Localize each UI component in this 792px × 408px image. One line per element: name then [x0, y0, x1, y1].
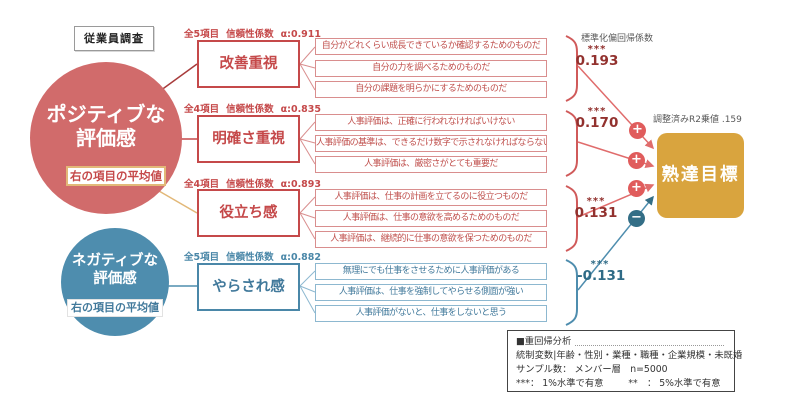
positive-circle-line1: ポジティブな: [46, 102, 166, 126]
minus-badge: −: [628, 210, 645, 227]
group4-alpha: α:0.882: [280, 252, 322, 263]
bracket-group1: [565, 35, 578, 102]
negative-circle-line2: 評価感: [93, 271, 137, 288]
group2-reliability-label: 信頼性係数: [226, 104, 274, 115]
group2-items-count: 全4項目: [184, 104, 220, 115]
group1-header: 全5項目信頼性係数 α:0.911: [184, 26, 328, 40]
group3-header: 全4項目信頼性係数 α:0.893: [184, 176, 328, 190]
fan-line: [299, 270, 316, 287]
coef-yarasare: *** -0.131: [577, 259, 626, 284]
item-box: 人事評価は、仕事を強制してやらせる側面が強い: [315, 284, 547, 301]
bracket-group2: [565, 110, 578, 177]
adjusted-r2-label: 調整済みR2乗値 .159: [653, 115, 742, 125]
item-box: 人事評価は、継続的に仕事の意欲を保つためのものだ: [315, 231, 547, 248]
survey-label: 従業員調査: [74, 26, 154, 51]
item-box: 人事評価は、仕事の意欲を高めるためのものだ: [315, 210, 547, 227]
coef-yarasare-value: -0.131: [577, 268, 626, 284]
legend-title-row: ■重回帰分析: [516, 335, 726, 349]
coef-kaizen-stars: ***: [587, 44, 607, 55]
fan-line: [299, 212, 316, 240]
fan-line: [299, 63, 316, 91]
item-box: 人事評価は、正確に行われなければいけない: [315, 114, 547, 131]
legend-title: ■重回帰分析: [516, 336, 572, 347]
group1-items-count: 全5項目: [184, 29, 220, 40]
fan-line: [299, 138, 316, 144]
item-box: 人事評価の基準は、できるだけ数字で示されなければならない: [315, 135, 547, 152]
coef-yakudachi: *** 0.131: [573, 196, 619, 221]
legend-control-vars: 統制変数|年齢・性別・業種・職種・企業規模・未既婚: [516, 349, 743, 361]
plus-badge: +: [628, 152, 645, 169]
item-box: 自分がどれくらい成長できているか確認するためのものだ: [315, 38, 547, 55]
factor-yarasare: やらされ感: [197, 263, 300, 311]
factor-kaizen: 改善重視: [197, 40, 300, 88]
group4-items-count: 全5項目: [184, 252, 220, 263]
negative-evaluation-circle: ネガティブな 評価感: [61, 228, 169, 336]
group2-alpha: α:0.835: [280, 104, 322, 115]
fan-line: [299, 121, 316, 140]
coef-kaizen: *** 0.193: [574, 44, 620, 69]
bracket-group4: [565, 259, 578, 326]
group3-reliability-label: 信頼性係数: [226, 179, 274, 190]
group2-header: 全4項目信頼性係数 α:0.835: [184, 101, 328, 115]
factor-meikakusa: 明確さ重視: [197, 115, 300, 163]
group3-alpha: α:0.893: [280, 179, 322, 190]
coef-meikakusa-value: 0.170: [575, 115, 619, 131]
legend-title-rule: [575, 344, 724, 346]
fan-line: [299, 285, 316, 293]
coef-kaizen-value: 0.193: [575, 53, 619, 69]
regression-legend: ■重回帰分析 統制変数|年齢・性別・業種・職種・企業規模・未既婚 サンプル数： …: [507, 330, 743, 392]
fan-line: [299, 63, 316, 69]
coef-meikakusa: *** 0.170: [574, 106, 620, 131]
legend-significance: ***： 1%水準で有意 ** ： 5%水準で有意: [516, 377, 726, 391]
positive-average-note: 右の項目の平均値: [66, 166, 166, 186]
group1-alpha: α:0.911: [280, 29, 322, 40]
item-box: 無理にでも仕事をさせるために人事評価がある: [315, 263, 547, 280]
fan-line: [299, 138, 316, 165]
plus-badge: +: [629, 122, 646, 139]
factor-yakudachi: 役立ち感: [197, 189, 300, 237]
group4-reliability-label: 信頼性係数: [226, 252, 274, 263]
coef-yarasare-stars: ***: [590, 259, 610, 270]
item-box: 人事評価は、厳密さがとても重要だ: [315, 156, 547, 173]
coef-yakudachi-value: 0.131: [574, 205, 618, 221]
item-box: 自分の課題を明らかにするためのものだ: [315, 81, 547, 98]
item-box: 自分の力を調べるためのものだ: [315, 60, 547, 77]
item-box: 人事評価がないと、仕事をしないと思う: [315, 305, 547, 322]
plus-badge: +: [628, 180, 645, 197]
legend-sig1: ***： 1%水準で有意: [516, 377, 604, 389]
negative-average-note: 右の項目の平均値: [67, 299, 163, 317]
fan-line: [299, 212, 316, 219]
negative-circle-line1: ネガティブな: [71, 253, 159, 269]
goal-box-mastery: 熟達目標: [657, 133, 744, 218]
bracket-group3: [565, 185, 578, 252]
fan-line: [299, 285, 316, 314]
group1-reliability-label: 信頼性係数: [226, 29, 274, 40]
positive-evaluation-circle: ポジティブな 評価感: [30, 62, 182, 214]
fan-line: [299, 196, 316, 214]
item-box: 人事評価は、仕事の計画を立てるのに役立つものだ: [315, 189, 547, 206]
positive-circle-line2: 評価感: [76, 126, 136, 150]
coef-meikakusa-stars: ***: [587, 106, 607, 117]
legend-sample: サンプル数： メンバー層 n=5000: [516, 363, 668, 375]
fan-line: [299, 46, 316, 65]
group3-items-count: 全4項目: [184, 179, 220, 190]
coef-yakudachi-stars: ***: [586, 196, 606, 207]
legend-sig2: ** ： 5%水準で有意: [628, 377, 721, 389]
group4-header: 全5項目信頼性係数 α:0.882: [184, 249, 328, 263]
standardized-coef-label: 標準化偏回帰係数: [581, 34, 654, 44]
